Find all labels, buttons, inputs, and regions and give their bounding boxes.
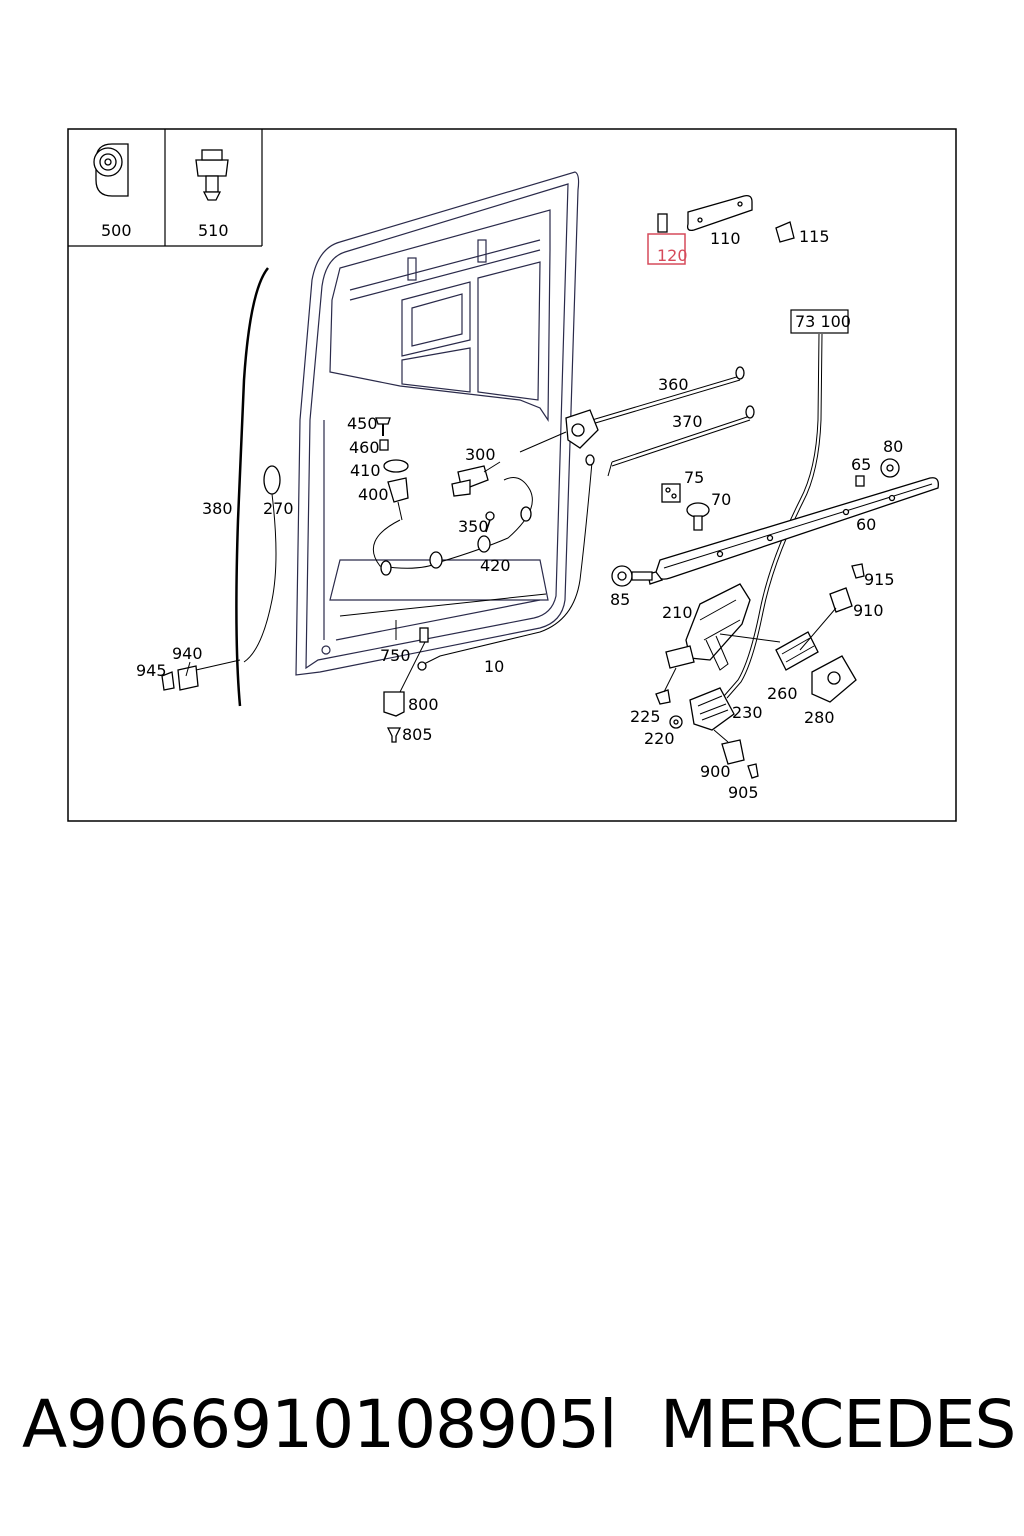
- door-clip-icon: [195, 149, 229, 201]
- label-220: 220: [644, 729, 675, 748]
- brand-name: MERCEDES: [660, 1386, 1016, 1463]
- plate-75: [661, 483, 681, 503]
- label-400: 400: [358, 485, 389, 504]
- label-500: 500: [101, 221, 132, 240]
- label-460: 460: [349, 438, 380, 457]
- clip-120: [657, 213, 668, 233]
- label-380: 380: [202, 499, 233, 518]
- label-905: 905: [728, 783, 759, 802]
- label-210: 210: [662, 603, 693, 622]
- label-750: 750: [380, 646, 411, 665]
- label-85: 85: [610, 590, 630, 609]
- washer-80: [880, 458, 900, 478]
- label-65: 65: [851, 455, 871, 474]
- guide-rail-60: [647, 477, 939, 585]
- part-number: A9066910108905l: [22, 1386, 617, 1463]
- label-805: 805: [402, 725, 433, 744]
- pin-225: [655, 667, 677, 705]
- control-unit-260: [775, 631, 819, 671]
- connector-910: [799, 563, 865, 651]
- label-box-73100: [790, 309, 849, 334]
- connector-800: [383, 627, 429, 743]
- actuator-280: [811, 655, 857, 703]
- label-360: 360: [658, 375, 689, 394]
- label-300: 300: [465, 445, 496, 464]
- label-110: 110: [710, 229, 741, 248]
- label-70: 70: [711, 490, 731, 509]
- bumper-270: [243, 465, 281, 663]
- label-410: 410: [350, 461, 381, 480]
- leader-lines: [185, 661, 191, 677]
- tape-roll-icon: [93, 143, 129, 197]
- screw-stack: [375, 417, 409, 521]
- label-940: 940: [172, 644, 203, 663]
- label-115: 115: [799, 227, 830, 246]
- lock-210: [665, 583, 781, 671]
- seal-strip-380: [235, 267, 269, 707]
- label-900: 900: [700, 762, 731, 781]
- label-120: 120: [657, 246, 688, 265]
- bolt-70: [686, 502, 710, 531]
- sliding-door-illustration: [295, 171, 580, 676]
- label-260: 260: [767, 684, 798, 703]
- label-350: 350: [458, 517, 489, 536]
- rail-750: [339, 593, 547, 640]
- callout-labels: 500 510 120 110 115 73 100 360 370 450 4…: [101, 221, 903, 802]
- handle-110: [686, 194, 753, 232]
- label-510: 510: [198, 221, 229, 240]
- label-225: 225: [630, 707, 661, 726]
- connector-940: [161, 659, 241, 691]
- label-910: 910: [853, 601, 884, 620]
- motor-300: [451, 461, 501, 497]
- highlight-box-120: [647, 233, 686, 265]
- connector-900: [713, 729, 759, 779]
- inset-boxes: [68, 129, 263, 247]
- label-75: 75: [684, 468, 704, 487]
- label-280: 280: [804, 708, 835, 727]
- label-915: 915: [864, 570, 895, 589]
- label-230: 230: [732, 703, 763, 722]
- label-80: 80: [883, 437, 903, 456]
- bolt-85: [611, 565, 653, 587]
- rods-360-370: [591, 366, 755, 477]
- label-800: 800: [408, 695, 439, 714]
- label-945: 945: [136, 661, 167, 680]
- wiring-420: [372, 477, 533, 576]
- lock-230: [689, 687, 735, 731]
- label-450: 450: [347, 414, 378, 433]
- wiring-10: [417, 454, 595, 671]
- pad-65: [855, 475, 865, 487]
- cap-115: [775, 221, 795, 243]
- label-370: 370: [672, 412, 703, 431]
- diagram-frame: [67, 128, 957, 822]
- washer-220: [669, 715, 683, 729]
- label-270: 270: [263, 499, 294, 518]
- label-60: 60: [856, 515, 876, 534]
- cable-73100: [723, 333, 820, 697]
- outer-handle-mechanism: [519, 409, 599, 453]
- screw-350: [485, 511, 495, 533]
- label-73100: 73 100: [795, 312, 851, 331]
- footer: A9066910108905l MERCEDES: [0, 1380, 1024, 1470]
- label-420: 420: [480, 556, 511, 575]
- label-10: 10: [484, 657, 504, 676]
